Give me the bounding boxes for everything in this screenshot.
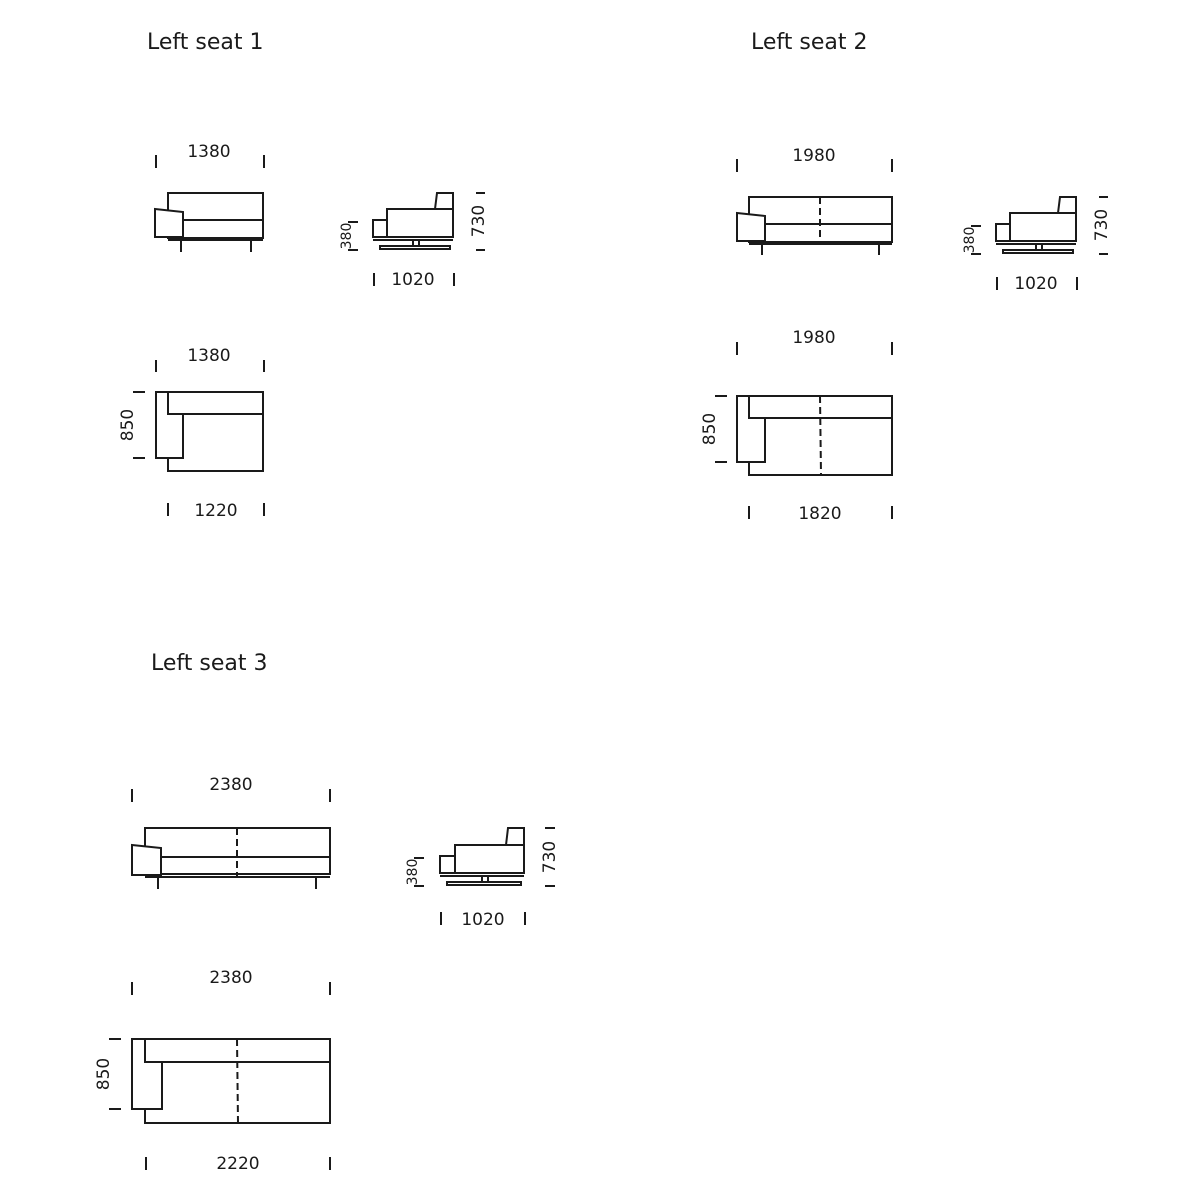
depth-label: 850 [700,413,720,445]
section-title: Left seat 3 [151,651,267,676]
side-view: 380 730 1020 [339,192,489,290]
section-title: Left seat 1 [147,30,263,55]
side-view: 380 730 1020 [962,196,1112,294]
front-view: 2380 [131,775,331,889]
depth-label: 850 [94,1058,114,1090]
top-view: 2380 850 2220 [94,968,331,1174]
depth-label: 1020 [461,910,504,930]
seat-width-label: 1220 [194,501,237,521]
depth-label: 850 [118,409,138,441]
overall-width-label: 1980 [792,328,835,348]
section-left-seat-3: Left seat 3 2380 380 7 [94,651,560,1174]
total-height-label: 730 [469,205,489,237]
section-left-seat-1: Left seat 1 1380 380 730 [118,30,489,521]
seat-height-label: 380 [962,227,978,254]
front-view: 1980 [736,146,893,255]
total-height-label: 730 [540,841,560,873]
top-view: 1980 850 1820 [700,328,893,524]
seat-height-label: 380 [339,223,355,250]
seat-width-label: 2220 [216,1154,259,1174]
overall-width-label: 1380 [187,346,230,366]
width-dimension-label: 2380 [209,775,252,795]
front-view: 1380 [154,142,265,252]
section-left-seat-2: Left seat 2 1980 380 7 [700,30,1112,524]
side-view: 380 730 1020 [405,827,560,930]
overall-width-label: 2380 [209,968,252,988]
depth-label: 1020 [391,270,434,290]
width-dimension-label: 1980 [792,146,835,166]
top-view: 1380 850 1220 [118,346,265,521]
width-dimension-label: 1380 [187,142,230,162]
seat-height-label: 380 [405,859,421,886]
depth-label: 1020 [1014,274,1057,294]
section-title: Left seat 2 [751,30,867,55]
seat-width-label: 1820 [798,504,841,524]
total-height-label: 730 [1092,209,1112,241]
